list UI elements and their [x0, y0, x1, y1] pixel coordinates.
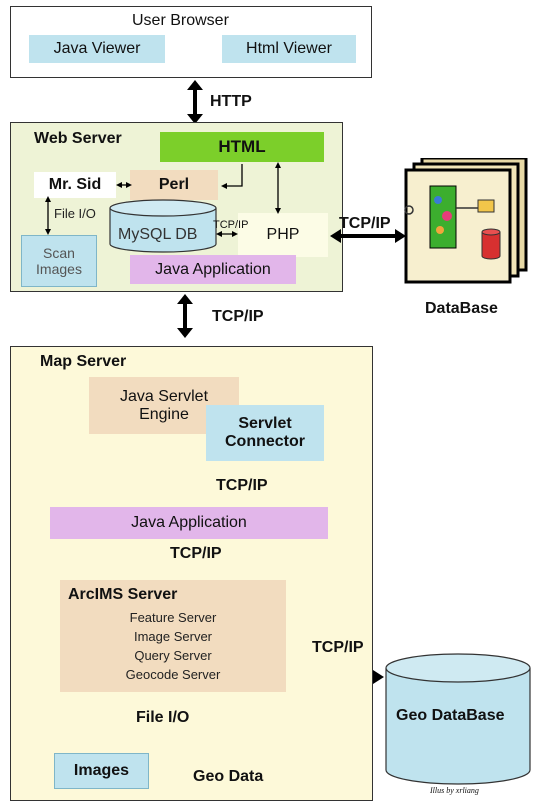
http-label: HTTP [210, 93, 252, 110]
perl-label: Perl [158, 176, 190, 193]
scan-images-box: Scan Images [21, 235, 97, 287]
php-label: PHP [266, 226, 300, 243]
servlet-engine-line2: Engine [139, 405, 189, 423]
php-database-arrow-icon [330, 229, 406, 243]
web-server-title: Web Server [34, 130, 122, 147]
perl-box: Perl [130, 170, 218, 200]
images-label-map: Images [73, 762, 130, 779]
file-io-label-web: File I/O [54, 206, 96, 221]
html-label: HTML [218, 137, 266, 156]
mr-sid-label: Mr. Sid [48, 176, 102, 193]
user-browser-title: User Browser [132, 12, 229, 29]
query-server-item: Query Server [134, 648, 212, 663]
html-php-arrow-icon [275, 162, 281, 214]
html-box: HTML [160, 132, 324, 162]
mysql-db-cylinder [109, 199, 217, 253]
tcpip-geo-label: TCP/IP [312, 639, 364, 656]
servlet-connector-line1: Servlet [238, 415, 292, 432]
tcpip-database-label: TCP/IP [339, 215, 391, 232]
mrsid-scan-arrow-icon [45, 196, 51, 235]
geo-database-label: Geo DataBase [396, 707, 505, 724]
database-label: DataBase [425, 300, 498, 317]
web-map-arrow-icon [177, 294, 193, 338]
java-application-box-web: Java Application [130, 255, 296, 284]
scan-label: Scan [43, 245, 75, 261]
tcpip-label-2: TCP/IP [170, 545, 222, 562]
tcpip-small-label: TCP/IP [213, 219, 249, 231]
php-box: PHP [238, 213, 328, 257]
html-viewer-label: Html Viewer [246, 40, 332, 57]
mr-sid-box: Mr. Sid [34, 172, 116, 198]
html-viewer-box: Html Viewer [222, 35, 356, 63]
images-box: Images [54, 753, 149, 789]
tcpip-between-label: TCP/IP [212, 308, 264, 325]
http-arrow-icon [187, 80, 203, 124]
arcims-title: ArcIMS Server [68, 586, 178, 603]
java-application-label-web: Java Application [155, 260, 271, 278]
java-application-label-map: Java Application [131, 514, 247, 531]
java-application-box-map: Java Application [50, 507, 328, 539]
mysql-label: MySQL DB [118, 226, 198, 243]
arcims-server-box [60, 580, 286, 692]
servlet-engine-line1: Java Servlet [119, 387, 209, 405]
java-viewer-label: Java Viewer [53, 40, 141, 57]
perl-html-arrow-icon [221, 164, 243, 189]
credit-label: Illus by xrliang [430, 786, 479, 795]
database-icon [404, 158, 528, 284]
feature-server-item: Feature Server [129, 610, 217, 625]
mysql-php-arrow-icon [216, 231, 238, 237]
images-label: Images [36, 261, 82, 277]
arcims-items-list: Feature Server Image Server Query Server… [60, 608, 286, 684]
image-server-item: Image Server [133, 629, 213, 644]
geocode-server-item: Geocode Server [125, 667, 221, 682]
java-viewer-box: Java Viewer [29, 35, 165, 63]
map-server-title: Map Server [40, 353, 127, 370]
geo-database-cylinder [385, 653, 531, 785]
file-io-label-map: File I/O [136, 709, 190, 726]
servlet-connector-line2: Connector [225, 433, 305, 450]
geo-data-label: Geo Data [193, 768, 264, 785]
mrsid-perl-arrow-icon [116, 182, 132, 188]
servlet-connector-box: Servlet Connector [206, 405, 324, 461]
tcpip-label-1: TCP/IP [216, 477, 268, 494]
